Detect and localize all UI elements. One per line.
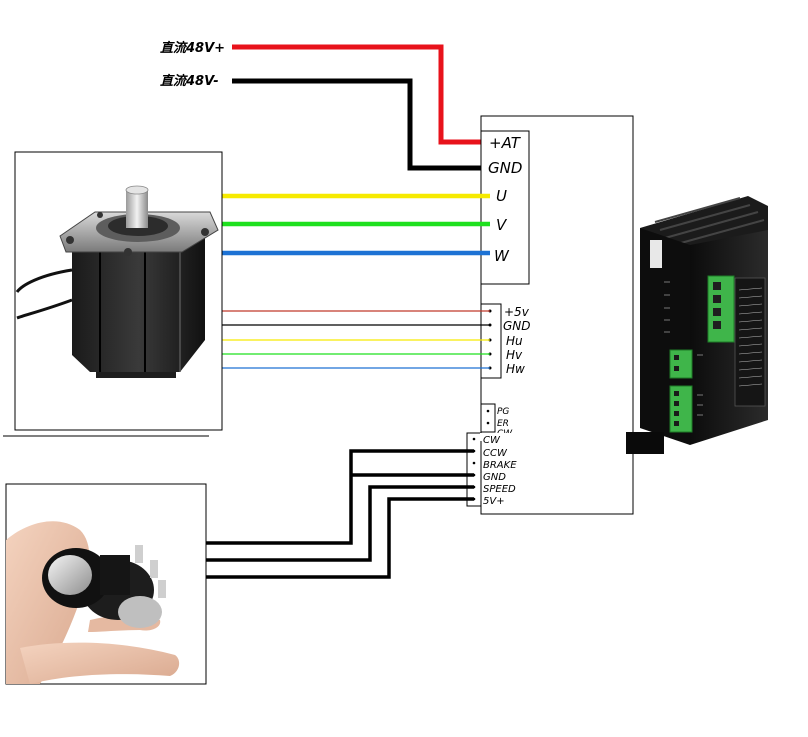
- control-5v-label: 5V+: [483, 496, 505, 507]
- pot-wire-speed: [206, 485, 474, 562]
- terminal-v: V: [496, 216, 508, 234]
- motor-photo: [3, 151, 223, 437]
- hall-hu-label: Hu: [506, 334, 523, 348]
- driver-label-panel: [734, 277, 766, 407]
- pg-connector: [480, 403, 496, 433]
- power-positive-label: 直流48V+: [160, 40, 225, 56]
- driver-control-terminal: [669, 385, 693, 433]
- power-negative-label: 直流48V-: [160, 73, 219, 89]
- hall-hw-label: Hw: [506, 362, 525, 376]
- control-connector: [466, 432, 482, 507]
- control-cw-label: CW: [483, 435, 501, 446]
- hall-hv-label: Hv: [506, 348, 523, 362]
- pot-wire-gnd: [206, 449, 474, 545]
- hall-5v-label: +5v: [504, 305, 530, 319]
- driver-hall-terminal: [669, 349, 693, 379]
- control-gnd-label: GND: [483, 472, 506, 483]
- red-power-wire: [232, 44, 488, 145]
- potentiometer-photo: [5, 483, 207, 685]
- er-label: ER: [497, 419, 509, 429]
- pg-label: PG: [497, 407, 509, 417]
- pot-wire-5v: [206, 497, 474, 579]
- control-brake-label: BRAKE: [483, 460, 517, 471]
- power-motor-terminal-block: [480, 130, 530, 285]
- black-power-wire: [232, 78, 488, 171]
- control-ccw-label: CCW: [483, 448, 508, 459]
- terminal-w: W: [494, 247, 510, 265]
- terminal-at: +AT: [489, 134, 522, 152]
- terminal-u: U: [496, 187, 507, 205]
- hall-gnd-label: GND: [503, 319, 531, 333]
- driver-photo: [626, 196, 768, 454]
- control-speed-label: SPEED: [483, 484, 516, 495]
- terminal-gnd: GND: [488, 159, 522, 177]
